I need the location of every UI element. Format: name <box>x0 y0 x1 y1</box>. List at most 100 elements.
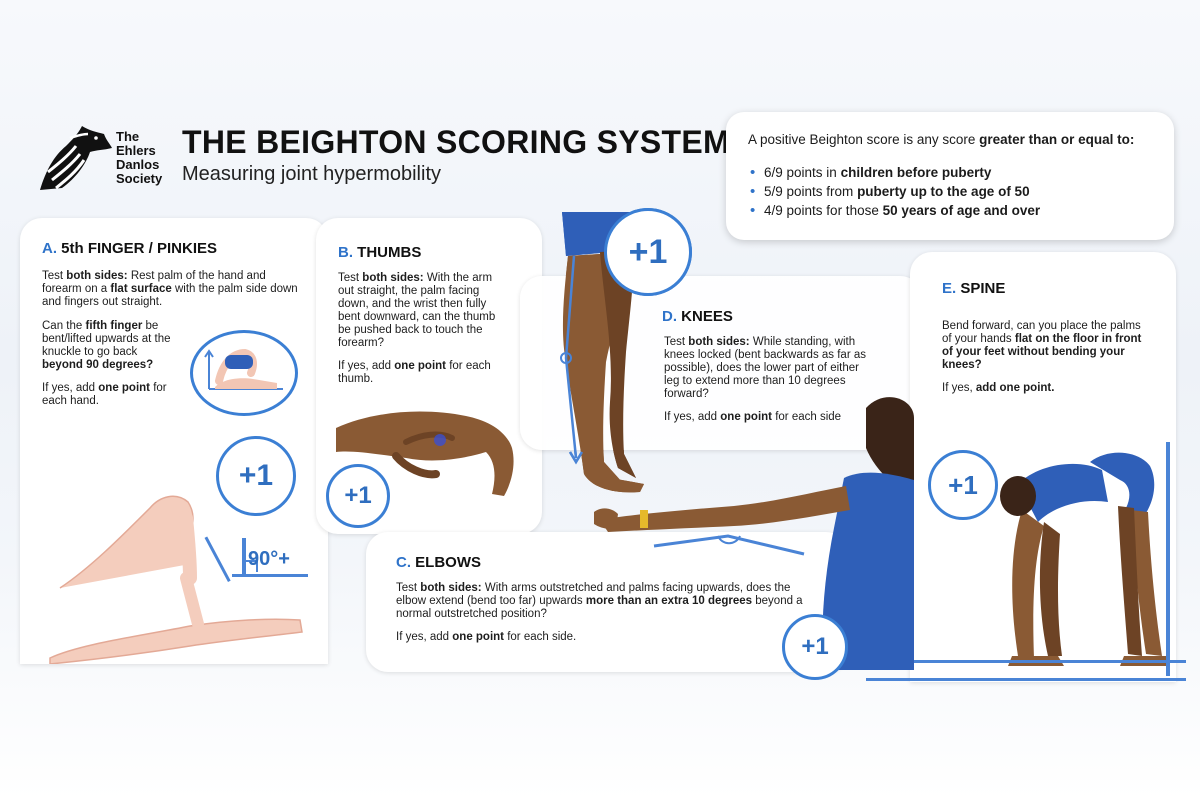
card-letter: B. <box>338 244 353 261</box>
score-badge: +1 <box>216 436 296 516</box>
instruction-paragraph: Test both sides: Rest palm of the hand a… <box>42 270 304 309</box>
text-span: If yes, add <box>664 411 721 423</box>
floor-line-upper <box>904 660 1186 663</box>
threshold-group: children before puberty <box>840 165 992 180</box>
text-span: If yes, add <box>42 382 99 394</box>
angle-label: 90°+ <box>248 548 290 570</box>
scoring-paragraph: If yes, add one point. <box>942 382 1150 395</box>
hand-flat-illustration <box>190 330 298 416</box>
list-item: 4/9 points for those 50 years of age and… <box>748 202 1174 219</box>
instruction-paragraph: Test both sides: With the arm out straig… <box>338 272 508 350</box>
threshold-group: 50 years of age and over <box>882 203 1041 218</box>
bold-span: both sides: <box>362 272 424 284</box>
text-span: for each side. <box>504 631 577 643</box>
scoring-paragraph: If yes, add one point for each side <box>664 411 874 424</box>
thumb-bend-illustration <box>336 398 536 508</box>
vertical-guide-line <box>1166 442 1170 676</box>
card-title-text: 5th FINGER / PINKIES <box>61 240 218 257</box>
instruction-paragraph: Test both sides: While standing, with kn… <box>664 336 874 401</box>
text-span: Test <box>396 582 421 594</box>
text-span: If yes, <box>942 382 976 394</box>
bold-span: one point <box>720 411 773 423</box>
card-description: Test both sides: With the arm out straig… <box>338 272 508 396</box>
positive-score-info-box: A positive Beighton score is any score g… <box>726 112 1174 240</box>
threshold-text: points for those <box>782 203 883 218</box>
bold-span: both sides: <box>688 336 750 348</box>
text-span: beyond a normal outstretched position? <box>396 595 803 620</box>
org-name: The Ehlers Danlos Society <box>116 130 162 186</box>
card-b-thumbs: B. THUMBS Test both sides: With the arm … <box>316 218 542 534</box>
info-lead: A positive Beighton score is any score g… <box>748 132 1174 147</box>
threshold-list: 6/9 points in children before puberty 5/… <box>748 164 1174 219</box>
info-lead-bold: greater than or equal to: <box>979 132 1135 147</box>
card-title: C. ELBOWS <box>396 554 481 571</box>
pinky-bend-illustration <box>20 468 328 665</box>
bold-span: flat surface <box>110 283 172 295</box>
text-span: Rest palm of the hand and forearm on a <box>42 270 266 295</box>
org-name-line: Society <box>116 171 163 186</box>
card-title: B. THUMBS <box>338 244 421 261</box>
card-title: D. KNEES <box>662 308 733 325</box>
score-badge: +1 <box>326 464 390 528</box>
bold-span: one point <box>452 631 505 643</box>
forward-bend-illustration <box>998 442 1174 682</box>
scoring-paragraph: If yes, add one point for each side. <box>396 631 806 644</box>
card-title-text: KNEES <box>681 308 733 325</box>
card-letter: C. <box>396 554 411 571</box>
info-lead-text: A positive Beighton score is any score <box>748 132 980 147</box>
org-name-line: Danlos <box>116 157 160 172</box>
bold-span: add one point. <box>975 382 1055 394</box>
text-span: Test <box>42 270 67 282</box>
text-span: for each hand. <box>42 382 167 407</box>
threshold-score: 4/9 <box>764 203 783 218</box>
text-span: With arms outstretched and palms facing … <box>396 582 791 607</box>
list-item: 6/9 points in children before puberty <box>748 164 1174 181</box>
angle-vertical <box>242 538 246 576</box>
text-span: for each thumb. <box>338 360 491 385</box>
card-description: Test both sides: Rest palm of the hand a… <box>42 270 304 319</box>
card-title: E. SPINE <box>942 280 1005 297</box>
score-badge: +1 <box>604 208 692 296</box>
org-name-line: The <box>116 129 140 144</box>
bold-span: both sides: <box>420 582 482 594</box>
text-span: If yes, add <box>338 360 395 372</box>
card-title-text: SPINE <box>960 280 1006 297</box>
text-span: Test <box>664 336 689 348</box>
text-span: While standing, with knees locked (bent … <box>664 336 866 400</box>
bold-span: fifth finger <box>85 320 143 332</box>
threshold-text: points in <box>782 165 841 180</box>
bold-span: one point <box>394 360 447 372</box>
card-e-spine: E. SPINE Bend forward, can you place the… <box>910 252 1176 682</box>
instruction-paragraph: Test both sides: With arms outstretched … <box>396 582 806 621</box>
text-span: If yes, add <box>396 631 453 643</box>
question-paragraph: Can the fifth finger be bent/lifted upwa… <box>42 320 178 372</box>
bold-span: more than an extra 10 degrees <box>585 595 753 607</box>
text-span: Test <box>338 272 363 284</box>
card-description: Test both sides: While standing, with kn… <box>664 336 874 434</box>
threshold-group: puberty up to the age of 50 <box>857 184 1030 199</box>
instruction-paragraph: Bend forward, can you place the palms of… <box>942 320 1150 372</box>
card-question: Can the fifth finger be bent/lifted upwa… <box>42 320 178 418</box>
scoring-paragraph: If yes, add one point for each thumb. <box>338 360 508 386</box>
org-name-line: Ehlers <box>116 143 156 158</box>
text-span: With the arm out straight, the palm faci… <box>338 272 496 349</box>
score-badge: +1 <box>782 614 848 680</box>
bold-span: one point <box>98 382 151 394</box>
page-title: THE BEIGHTON SCORING SYSTEM <box>182 124 731 160</box>
page-subtitle: Measuring joint hypermobility <box>182 163 442 185</box>
threshold-text: points from <box>782 184 858 199</box>
bold-span: beyond 90 degrees? <box>42 359 154 371</box>
list-item: 5/9 points from puberty up to the age of… <box>748 183 1174 200</box>
card-a-pinkies: A. 5th FINGER / PINKIES Test both sides:… <box>20 218 328 665</box>
card-c-elbows: C. ELBOWS Test both sides: With arms out… <box>366 532 848 672</box>
scoring-paragraph: If yes, add one point for each hand. <box>42 382 178 408</box>
text-span: be bent/lifted upwards at the knuckle to… <box>42 320 171 358</box>
card-description: Bend forward, can you place the palms of… <box>942 320 1150 405</box>
zebra-logo-icon <box>32 120 162 192</box>
text-span: for each side <box>772 411 842 423</box>
threshold-score: 5/9 <box>764 184 783 199</box>
card-title-text: ELBOWS <box>415 554 482 571</box>
card-title: A. 5th FINGER / PINKIES <box>42 240 217 257</box>
card-letter: D. <box>662 308 677 325</box>
card-letter: A. <box>42 240 57 257</box>
